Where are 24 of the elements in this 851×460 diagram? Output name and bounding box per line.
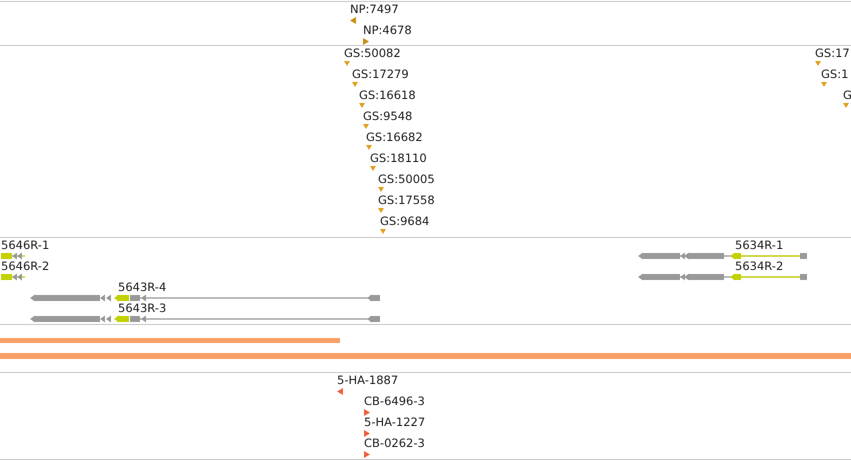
feature-label: GS:50005	[378, 173, 435, 186]
feature-label: GS:16682	[366, 131, 423, 144]
feature-label: GS:9548	[363, 110, 412, 123]
feature-label: GS:9684	[380, 215, 430, 228]
feature-label: 5-HA-1887	[337, 374, 398, 387]
feature-label: 5-HA-1227	[364, 416, 426, 429]
feature-label: GS:1	[821, 68, 848, 81]
feature-label: GS:17558	[378, 194, 435, 207]
feature-label: 5643R-4	[118, 281, 166, 294]
feature-label: 5646R-1	[1, 239, 50, 252]
feature-label: 5634R-1	[735, 239, 784, 252]
feature-label: GS:18110	[370, 152, 427, 165]
feature-label: GS:16618	[359, 89, 416, 102]
feature-label: 5634R-2	[735, 260, 784, 273]
feature-label: NP:7497	[350, 3, 399, 16]
feature-label: CB-0262-3	[364, 437, 425, 450]
feature-label: 5646R-2	[1, 260, 50, 273]
feature-label: G	[843, 89, 851, 102]
feature-label: CB-6496-3	[364, 395, 425, 408]
feature-label: GS:50082	[344, 47, 401, 60]
feature-label: 5643R-3	[118, 302, 166, 315]
feature-label: GS:17	[815, 47, 850, 60]
feature-label: NP:4678	[363, 24, 412, 37]
feature-label: GS:17279	[352, 68, 409, 81]
